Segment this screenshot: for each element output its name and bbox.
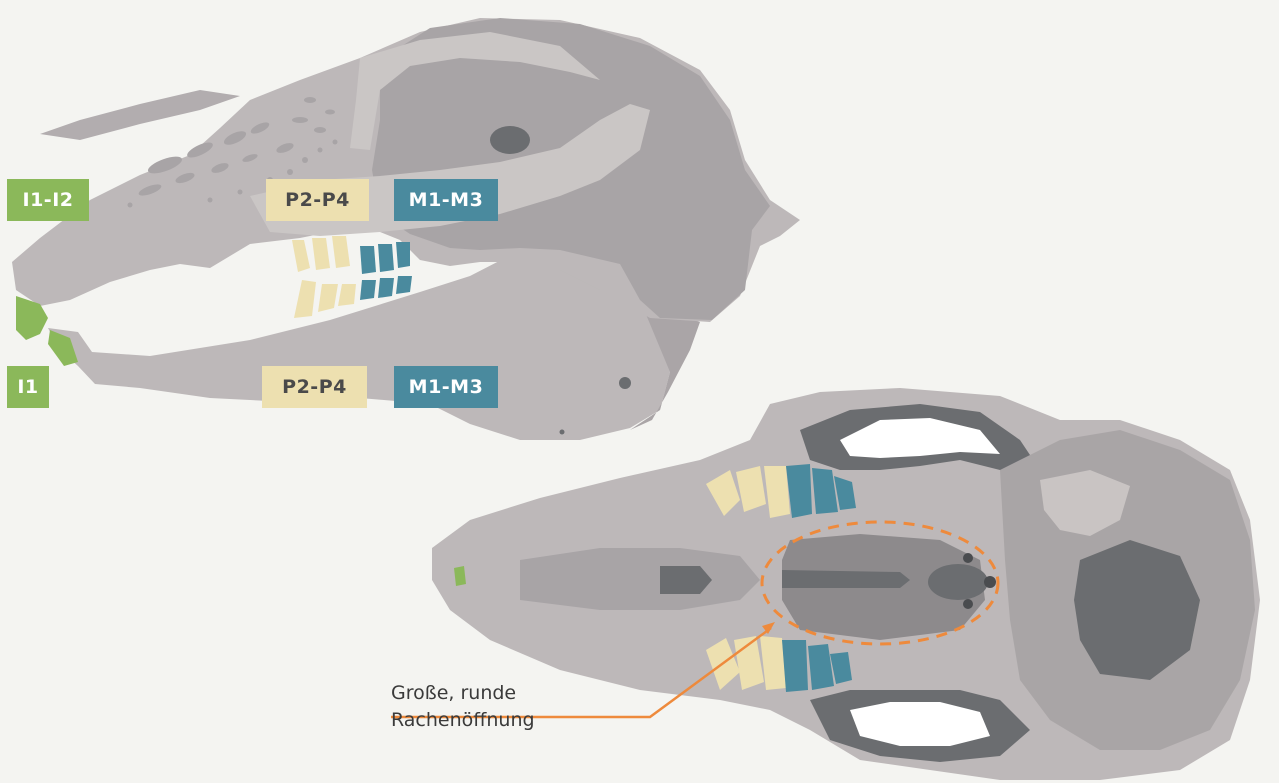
foramen-dot-2 bbox=[963, 599, 973, 609]
vomer-bar bbox=[782, 570, 910, 588]
ventral-skull bbox=[432, 388, 1260, 780]
orbit bbox=[490, 126, 530, 154]
ventral-incisors bbox=[454, 566, 466, 586]
tag-upper-molars: M1-M3 bbox=[394, 179, 498, 221]
basion-dot bbox=[984, 576, 996, 588]
annotation-line-2: Rachenöffnung bbox=[391, 707, 535, 734]
tag-lower-premolars: P2-P4 bbox=[262, 366, 367, 408]
tag-upper-incisors: I1-I2 bbox=[7, 179, 89, 221]
pharyngeal-opening-annotation: Große, runde Rachenöffnung bbox=[391, 680, 535, 734]
lower-molars bbox=[360, 276, 412, 300]
lower-premolars bbox=[294, 280, 356, 318]
tag-lower-molars: M1-M3 bbox=[394, 366, 498, 408]
nasal-ridge bbox=[40, 90, 240, 140]
mental-foramen bbox=[619, 377, 631, 389]
basioccipital bbox=[928, 564, 988, 600]
upper-premolars bbox=[292, 236, 350, 272]
tag-upper-premolars: P2-P4 bbox=[266, 179, 369, 221]
tag-lower-incisors: I1 bbox=[7, 366, 49, 408]
palate bbox=[520, 548, 760, 610]
mandible-dot bbox=[560, 430, 565, 435]
annotation-line-1: Große, runde bbox=[391, 680, 535, 707]
foramen-dot-1 bbox=[963, 553, 973, 563]
ventral-premolars-bottom bbox=[706, 636, 786, 690]
upper-molars bbox=[360, 242, 410, 274]
